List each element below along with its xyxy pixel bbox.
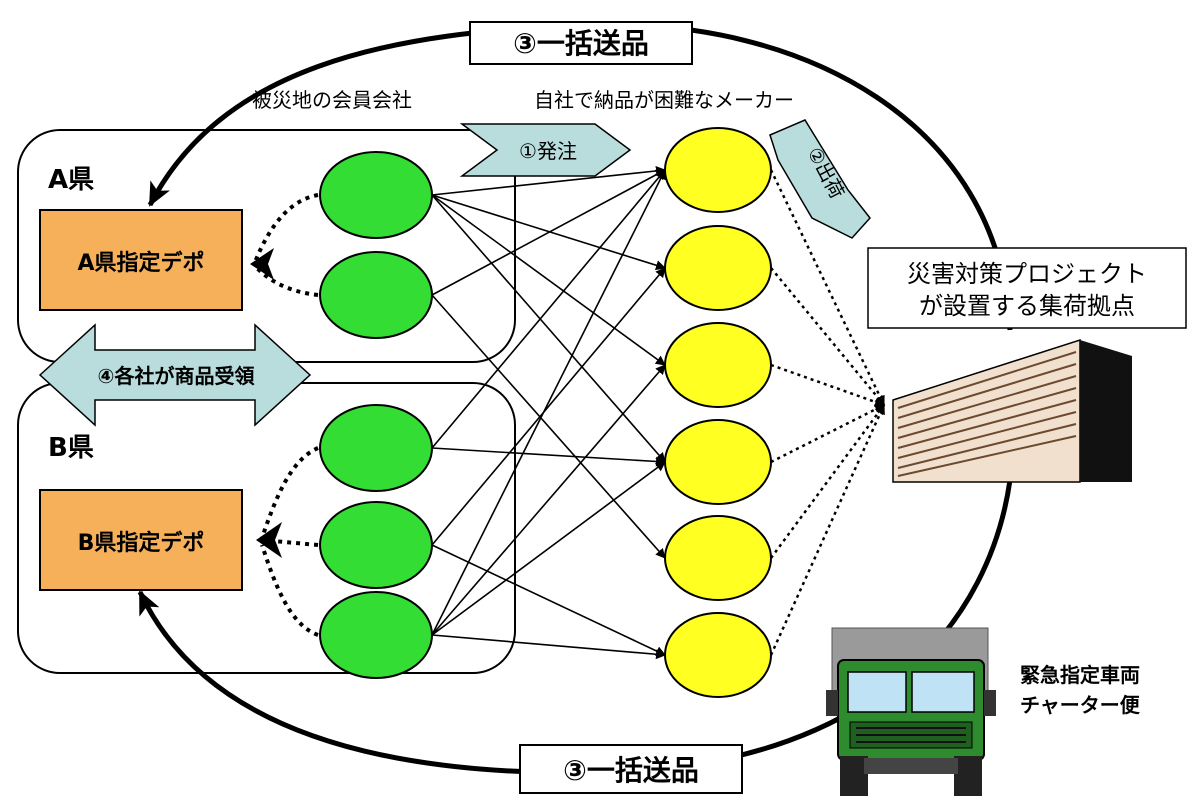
bulk-bottom-label: ③一括送品 xyxy=(563,754,699,787)
order-callout xyxy=(459,123,632,177)
receive-callout xyxy=(38,323,312,427)
building-icon xyxy=(892,338,1132,483)
order-line xyxy=(431,169,666,449)
depot-a-label: A県指定デポ xyxy=(77,250,204,276)
pref-b-label: B県 xyxy=(48,433,94,463)
member-node xyxy=(319,251,433,339)
truck-label-line2: チャーター便 xyxy=(1020,693,1141,717)
bulk-bottom-box xyxy=(519,744,743,794)
order-line xyxy=(431,194,666,366)
order-line xyxy=(431,267,666,546)
order-line xyxy=(431,447,666,467)
order-line xyxy=(431,294,666,559)
maker-node xyxy=(664,612,772,698)
receive-label: ④各社が商品受領 xyxy=(98,364,256,388)
maker-node xyxy=(664,322,772,408)
depot-a-arrowhead xyxy=(250,248,274,280)
maker-node xyxy=(664,225,772,311)
member-node xyxy=(319,404,433,492)
bulk-top-box xyxy=(469,21,693,65)
makers-label: 自社で納品が困難なメーカー xyxy=(534,88,794,112)
order-line xyxy=(431,194,666,463)
maker-node xyxy=(664,419,772,505)
member-companies-label: 被災地の会員会社 xyxy=(252,88,412,112)
pref-a-label: A県 xyxy=(48,165,94,195)
maker-node xyxy=(664,127,772,213)
member-nodes xyxy=(319,151,433,679)
maker-node xyxy=(664,515,772,601)
ship-line xyxy=(770,363,885,407)
order-line xyxy=(431,169,666,636)
ship-lines xyxy=(769,169,886,656)
hub-label-line1: 災害対策プロジェクト xyxy=(907,260,1147,288)
order-line xyxy=(431,194,666,271)
bulk-top-label: ③一括送品 xyxy=(513,27,649,60)
depot-a-box xyxy=(39,209,243,311)
depot-b-arrowhead xyxy=(256,522,282,558)
depot-b-label: B県指定デポ xyxy=(78,530,205,556)
hub-label-box xyxy=(867,247,1187,329)
ship-line xyxy=(770,403,885,464)
ship-line xyxy=(769,404,886,559)
order-label: ①発注 xyxy=(519,139,577,163)
order-line xyxy=(431,169,666,296)
member-node xyxy=(319,151,433,239)
order-lines xyxy=(431,165,666,660)
hub-label-line2: が設置する集荷拠点 xyxy=(919,292,1135,320)
ship-line xyxy=(770,267,885,406)
ship-line xyxy=(769,404,886,656)
truck-icon xyxy=(826,627,996,796)
order-line xyxy=(431,544,666,656)
order-line xyxy=(431,461,666,636)
ship-callout xyxy=(769,119,871,239)
truck-label-line1: 緊急指定車両 xyxy=(1020,663,1140,687)
member-node xyxy=(319,591,433,679)
member-node xyxy=(319,501,433,589)
ship-line xyxy=(769,169,886,406)
order-line xyxy=(431,634,666,660)
depot-b-box xyxy=(39,489,243,591)
order-line xyxy=(431,165,666,196)
maker-nodes xyxy=(664,127,772,698)
order-line xyxy=(431,364,666,636)
